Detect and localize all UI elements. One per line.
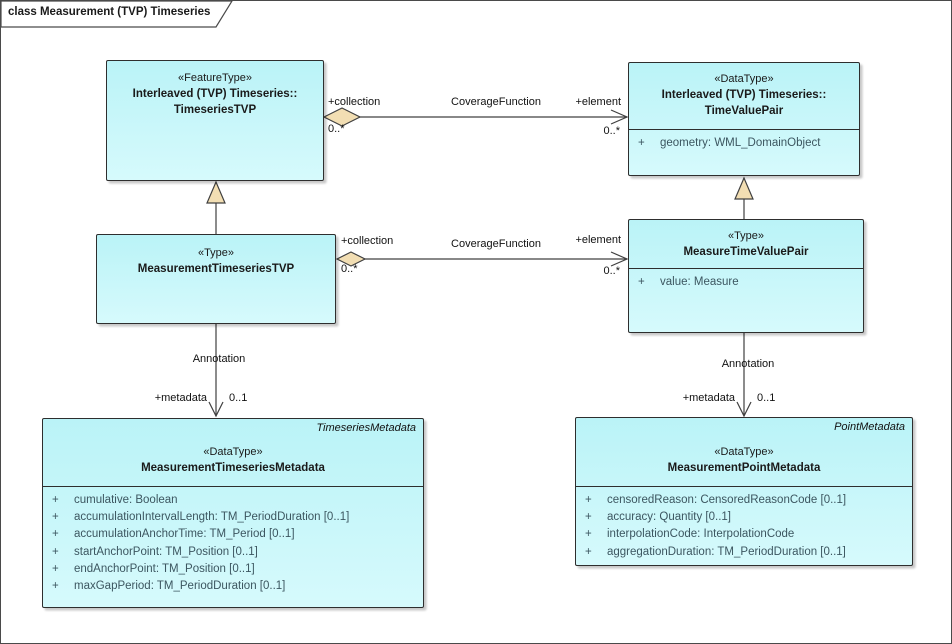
multiplicity-label: 0..*: [603, 125, 620, 137]
class-measurement-point-metadata[interactable]: PointMetadata «DataType» MeasurementPoin…: [575, 417, 913, 566]
stereotype: «Type»: [197, 247, 235, 259]
role-label-element: +element: [575, 96, 621, 108]
role-label-collection: +collection: [328, 96, 381, 108]
attribute-text: accumulationAnchorTime: TM_Period [0..1]: [74, 528, 295, 541]
stereotype: «Type»: [727, 230, 765, 242]
dependency-name-annotation: Annotation: [192, 353, 246, 365]
attribute-row: + aggregationDuration: TM_PeriodDuration…: [585, 545, 846, 558]
generalization-left[interactable]: [206, 180, 226, 234]
association-name-coveragefunction: CoverageFunction: [451, 238, 541, 250]
stereotype: «DataType»: [714, 73, 774, 85]
multiplicity-label: 0..*: [603, 265, 620, 277]
attribute-text: maxGapPeriod: TM_PeriodDuration [0..1]: [74, 580, 286, 593]
corner-label: TimeseriesMetadata: [316, 422, 416, 434]
class-time-value-pair[interactable]: «DataType» Interleaved (TVP) Timeseries:…: [628, 62, 860, 176]
class-name: MeasureTimeValuePair: [683, 246, 809, 258]
class-measure-time-value-pair[interactable]: «Type» MeasureTimeValuePair + value: Mea…: [628, 219, 864, 333]
attribute-row: + cumulative: Boolean: [52, 493, 178, 506]
attribute-text: accumulationIntervalLength: TM_PeriodDur…: [74, 510, 350, 523]
multiplicity-label: 0..*: [341, 263, 358, 275]
generalization-triangle-icon: [206, 180, 226, 204]
multiplicity-label: 0..1: [757, 392, 776, 404]
stereotype: «FeatureType»: [178, 72, 252, 84]
role-label-collection: +collection: [341, 235, 394, 247]
attribute-row: + accuracy: Quantity [0..1]: [585, 510, 732, 523]
attribute-text: endAnchorPoint: TM_Position [0..1]: [74, 562, 255, 575]
association-coveragefunction-mid[interactable]: [335, 251, 629, 267]
diagram-title: class Measurement (TVP) Timeseries: [8, 6, 211, 18]
attribute-text: aggregationDuration: TM_PeriodDuration […: [607, 545, 846, 558]
class-measurement-timeseries-tvp[interactable]: «Type» MeasurementTimeseriesTVP: [96, 234, 336, 324]
generalization-triangle-icon: [734, 176, 754, 200]
association-coveragefunction-top[interactable]: [322, 107, 629, 127]
attribute-row: + accumulationAnchorTime: TM_Period [0..…: [52, 528, 295, 541]
class-name-line1: Interleaved (TVP) Timeseries::: [661, 89, 827, 101]
attribute-row: + endAnchorPoint: TM_Position [0..1]: [52, 562, 255, 575]
attribute-row: + startAnchorPoint: TM_Position [0..1]: [52, 545, 258, 558]
class-name-line1: Interleaved (TVP) Timeseries::: [132, 88, 298, 100]
attribute-text: geometry: WML_DomainObject: [660, 136, 821, 149]
class-name-line2: TimeValuePair: [704, 105, 784, 117]
open-arrowhead-icon: [610, 109, 629, 125]
class-name: MeasurementTimeseriesMetadata: [141, 462, 325, 474]
attribute-row: + accumulationIntervalLength: TM_PeriodD…: [52, 510, 350, 523]
stereotype: «DataType»: [714, 446, 774, 458]
attribute-text: cumulative: Boolean: [74, 493, 178, 506]
stereotype: «DataType»: [203, 446, 263, 458]
attribute-text: startAnchorPoint: TM_Position [0..1]: [74, 545, 258, 558]
open-arrowhead-icon: [736, 401, 752, 418]
annotation-connector-left[interactable]: [208, 324, 224, 418]
attribute-row: + geometry: WML_DomainObject: [638, 136, 821, 149]
class-measurement-timeseries-metadata[interactable]: TimeseriesMetadata «DataType» Measuremen…: [42, 418, 424, 608]
open-arrowhead-icon: [610, 251, 629, 267]
corner-label: PointMetadata: [834, 421, 905, 433]
role-label-element: +element: [575, 234, 621, 246]
association-name-coveragefunction: CoverageFunction: [451, 96, 541, 108]
class-name-line2: TimeseriesTVP: [173, 104, 257, 116]
role-label-metadata: +metadata: [682, 392, 735, 404]
role-label-metadata: +metadata: [154, 392, 207, 404]
attribute-row: + maxGapPeriod: TM_PeriodDuration [0..1]: [52, 580, 286, 593]
generalization-right[interactable]: [734, 176, 754, 219]
multiplicity-label: 0..1: [229, 392, 248, 404]
attribute-text: interpolationCode: InterpolationCode: [607, 528, 795, 541]
attribute-row: + interpolationCode: InterpolationCode: [585, 528, 795, 541]
attribute-row: + value: Measure: [638, 275, 739, 288]
annotation-connector-right[interactable]: [736, 333, 752, 418]
attribute-row: + censoredReason: CensoredReasonCode [0.…: [585, 493, 847, 506]
attribute-text: accuracy: Quantity [0..1]: [607, 510, 732, 523]
dependency-name-annotation: Annotation: [721, 358, 775, 370]
attribute-text: value: Measure: [660, 275, 739, 288]
multiplicity-label: 0..*: [328, 123, 345, 135]
open-arrowhead-icon: [208, 401, 224, 418]
class-name: MeasurementPointMetadata: [667, 462, 821, 474]
class-name: MeasurementTimeseriesTVP: [137, 263, 295, 275]
attribute-text: censoredReason: CensoredReasonCode [0..1…: [607, 493, 847, 506]
class-timeseries-tvp[interactable]: «FeatureType» Interleaved (TVP) Timeseri…: [106, 60, 324, 181]
